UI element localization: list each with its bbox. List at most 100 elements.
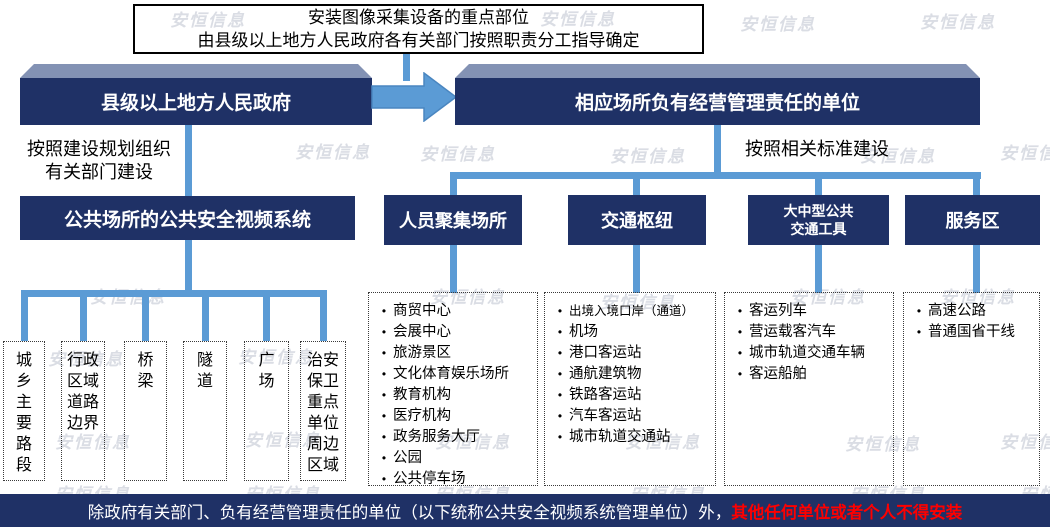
list-item: •客运船舶 [731, 364, 889, 385]
left-build-note-line1: 按照建设规划组织 [27, 139, 171, 159]
list-item: •旅游景区 [375, 343, 533, 364]
list-item: • 普通国省干线 [910, 322, 1035, 343]
connector-cat-drop-2 [633, 245, 640, 293]
bullet-icon: • [381, 451, 387, 465]
footer-normal-text: 除政府有关部门、负有经营管理责任的单位（以下统称公共安全视频系统管理单位）外， [87, 503, 732, 522]
list-item: •出境入境口岸（通道） [551, 301, 711, 322]
list-item-label: 医疗机构 [393, 408, 451, 424]
location-box-bridges: 桥梁 [124, 341, 167, 481]
list-item-label: 文化体育娱乐场所 [393, 366, 509, 382]
bullet-icon: • [737, 325, 743, 339]
right-build-note: 按照相关标准建设 [745, 139, 889, 159]
bullet-icon: • [557, 346, 563, 360]
connector-left-drop-4 [202, 297, 209, 341]
list-item: • 港口客运站 [551, 343, 711, 364]
list-item-label: 城市轨道交通站 [569, 429, 671, 445]
location-label: 隧道 [196, 352, 213, 390]
connector-right-hline [450, 172, 981, 179]
connector-left-tree-hline [21, 290, 327, 297]
location-label: 治安保卫重点单位周边区域 [306, 352, 339, 474]
list-item-label: 通航建筑物 [569, 366, 642, 382]
bullet-icon: • [916, 325, 922, 339]
list-item: •公共停车场 [375, 469, 533, 490]
bullet-icon: • [381, 388, 387, 402]
bullet-icon: • [737, 304, 743, 318]
watermark-text: 安恒信息 [920, 13, 996, 32]
list-item-label: 政务服务大厅 [393, 429, 480, 445]
right-arrow-icon [371, 72, 457, 122]
list-item: •文化体育娱乐场所 [375, 364, 533, 385]
location-box-key-units: 治安保卫重点单位周边区域 [300, 341, 346, 481]
list-item-label: 城市轨道交通车辆 [749, 345, 865, 361]
header-left-top-face [20, 64, 372, 78]
left-build-note-line2: 有关部门建设 [45, 162, 153, 182]
location-label: 桥梁 [137, 352, 154, 390]
connector-right-drop-4 [973, 179, 980, 196]
location-box-squares: 广场 [244, 341, 289, 481]
left-build-note: 按照建设规划组织 有关部门建设 [10, 138, 188, 184]
list-item-label: 会展中心 [393, 324, 451, 340]
header-right-units: 相应场所负有经营管理责任的单位 [455, 64, 980, 125]
location-box-admin-boundaries: 行政区域道路边界 [61, 341, 105, 481]
list-item: • 城市轨道交通车辆 [731, 343, 889, 364]
category-label: 大中型公共交通工具 [783, 203, 854, 237]
category-box-public-transport: 大中型公共交通工具 [748, 195, 889, 245]
list-item: •客运列车 [731, 301, 889, 322]
connector-cat-drop-1 [450, 245, 457, 293]
connector-left-tree-riser [185, 240, 192, 293]
list-item: •高速公路 [910, 301, 1035, 322]
list-service-areas: •高速公路•普通国省干线 [903, 292, 1040, 486]
list-item-label: 公园 [393, 450, 422, 466]
list-item-label: 港口客运站 [569, 345, 642, 361]
connector-left-riser [185, 125, 192, 196]
footer-highlight-text: 其他任何单位或者个人不得安装 [731, 503, 963, 522]
bullet-icon: • [916, 304, 922, 318]
list-item-label: 教育机构 [393, 387, 451, 403]
footer-banner: 除政府有关部门、负有经营管理责任的单位（以下统称公共安全视频系统管理单位）外，其… [0, 494, 1050, 527]
connector-cat-drop-3 [815, 245, 822, 293]
bullet-icon: • [737, 346, 743, 360]
location-label: 城乡主要路段 [15, 352, 32, 474]
list-item-label: 机场 [569, 324, 598, 340]
list-public-transport: •客运列车•营运载客汽车•城市轨道交通车辆•客运船舶 [724, 292, 894, 486]
connector-top-note [403, 54, 410, 81]
location-label: 行政区域道路边界 [66, 352, 99, 432]
list-item-label: 铁路客运站 [569, 387, 642, 403]
bullet-icon: • [557, 388, 563, 402]
location-box-tunnels: 隧道 [183, 341, 227, 481]
list-item: •城市轨道交通站 [551, 427, 711, 448]
list-crowded-places: •商贸中心•会展中心•旅游景区•文化体育娱乐场所•教育机构•医疗机构•政务服务大… [368, 292, 538, 487]
header-right-top-face [455, 64, 980, 78]
bullet-icon: • [381, 346, 387, 360]
watermark-text: 安恒信息 [740, 15, 816, 34]
connector-right-riser [714, 125, 721, 174]
header-left-government: 县级以上地方人民政府 [20, 64, 372, 125]
bullet-icon: • [381, 304, 387, 318]
bullet-icon: • [381, 472, 387, 486]
list-item: • 营运载客汽车 [731, 322, 889, 343]
list-item: • 商贸中心 [375, 301, 533, 322]
list-item-label: 营运载客汽车 [749, 324, 836, 340]
list-item: •会展中心 [375, 322, 533, 343]
category-box-crowded-places: 人员聚集场所 [384, 195, 522, 245]
list-item-label: 商贸中心 [393, 303, 451, 319]
connector-left-drop-6 [320, 297, 327, 341]
bullet-icon: • [381, 409, 387, 423]
list-item: • 铁路客运站 [551, 385, 711, 406]
watermark-text: 安恒信息 [295, 143, 371, 162]
list-item: •政务服务大厅 [375, 427, 533, 448]
connector-left-drop-5 [263, 297, 270, 341]
watermark-text: 安恒信息 [610, 147, 686, 166]
category-box-transport-hubs: 交通枢纽 [568, 195, 706, 245]
top-note-line1: 安装图像采集设备的重点部位 [308, 8, 529, 27]
bullet-icon: • [557, 367, 563, 381]
list-item-label: 客运船舶 [749, 366, 807, 382]
connector-cat-drop-4 [973, 245, 980, 293]
top-note-line2: 由县级以上地方人民政府各有关部门按照职责分工指导确定 [197, 31, 640, 50]
list-item: • 公园 [375, 448, 533, 469]
location-label: 广场 [258, 352, 275, 390]
list-item-label: 出境入境口岸（通道） [569, 304, 695, 318]
connector-right-drop-1 [450, 179, 457, 196]
list-item-label: 普通国省干线 [928, 324, 1015, 340]
